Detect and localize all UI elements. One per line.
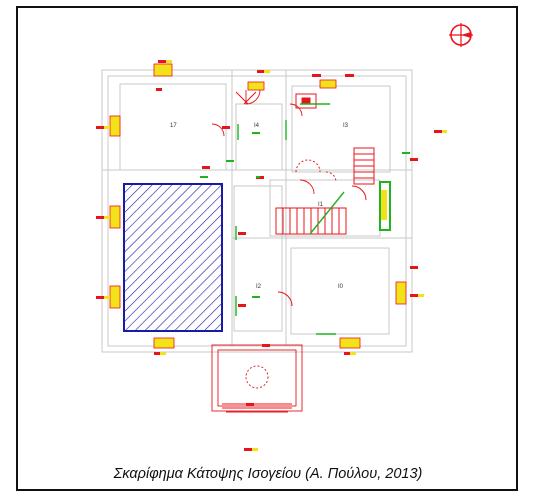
drawing-caption: Σκαρίφημα Κάτοψης Ισογείου (Α. Πούλου, 2… xyxy=(113,466,423,482)
room-label-I3: I3 xyxy=(343,123,349,129)
entrance-porch xyxy=(211,344,303,413)
room-label-I0: I0 xyxy=(338,284,344,290)
room-label-17: 17 xyxy=(170,123,177,129)
annotation-tags xyxy=(96,60,447,451)
north-arrow-icon xyxy=(449,23,473,47)
room-label-I1: I1 xyxy=(318,202,324,208)
room-label-I2: I2 xyxy=(256,284,262,290)
green-cabinet xyxy=(379,181,391,231)
windows xyxy=(109,63,407,349)
room-label-I4: I4 xyxy=(254,123,260,129)
door-swings xyxy=(211,89,337,195)
hatched-room xyxy=(123,183,223,332)
drawing-frame xyxy=(16,6,518,491)
secondary-staircase xyxy=(353,147,375,185)
yellow-counter xyxy=(381,190,387,220)
room-labels: 17 I4 I3 I1 I2 I0 xyxy=(170,123,349,290)
main-staircase xyxy=(275,191,347,235)
